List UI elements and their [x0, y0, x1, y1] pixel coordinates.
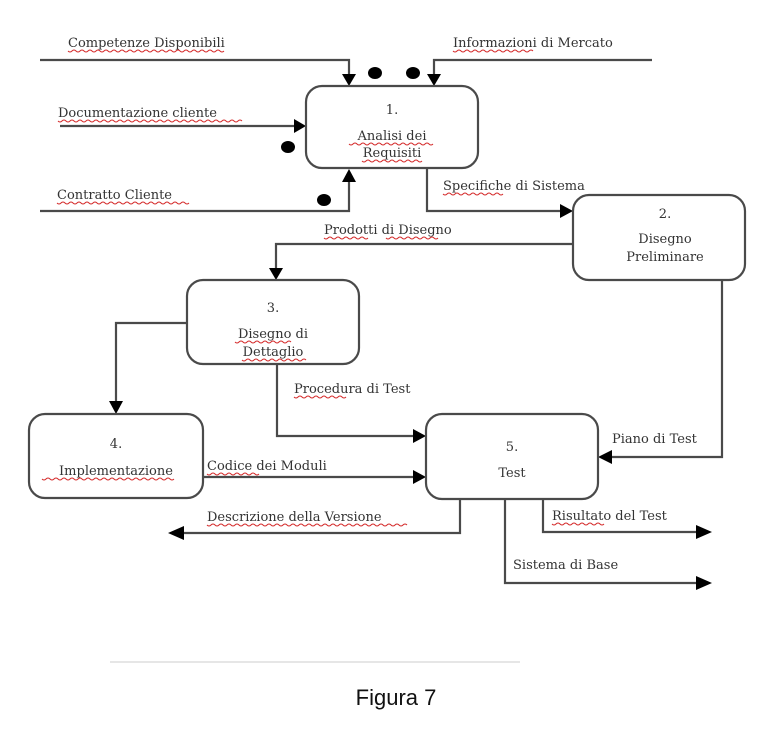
arrowhead	[413, 429, 426, 443]
spellcheck-underline	[206, 523, 408, 527]
flow-risultato-line	[541, 499, 698, 534]
marker-dot	[317, 194, 331, 206]
process-box-1: 1. Analisi dei Requisiti	[304, 84, 480, 170]
spellcheck-underline	[57, 119, 243, 123]
flow-sistema-line	[503, 499, 698, 585]
flow-competenze-line	[40, 58, 351, 76]
marker-dot	[406, 67, 420, 79]
process-box-3: 3. Disegno di Dettaglio	[185, 278, 361, 366]
arrowhead	[696, 576, 712, 590]
spellcheck-underline	[442, 192, 504, 196]
spellcheck-underline	[361, 159, 423, 163]
arrowhead	[342, 74, 356, 86]
process-title-line: Disegno di	[238, 327, 308, 342]
flow-label-descrizione: Descrizione della Versione	[207, 510, 382, 525]
process-title-line: Requisiti	[363, 146, 422, 161]
flow-label-sistema: Sistema di Base	[513, 558, 618, 573]
arrowhead	[269, 268, 283, 280]
arrowhead	[696, 525, 712, 539]
flow-descrizione-line	[182, 499, 462, 535]
flow-label-risultato: Risultato del Test	[552, 509, 668, 524]
spellcheck-underline	[234, 340, 292, 344]
process-title-line: Preliminare	[626, 250, 704, 265]
spellcheck-underline	[41, 477, 175, 481]
arrowhead	[560, 204, 573, 218]
flow-label-specifiche: Specifiche di Sistema	[443, 179, 585, 194]
process-box-5: 5. Test	[424, 412, 600, 501]
process-number: 5.	[506, 440, 518, 455]
flow-label-prodotti: Prodotti di Disegno	[324, 223, 452, 238]
spellcheck-underline	[452, 49, 534, 53]
process-number: 1.	[386, 103, 398, 118]
flow-label-piano: Piano di Test	[612, 432, 698, 447]
arrowhead	[342, 169, 356, 182]
arrowhead	[598, 450, 612, 464]
flow-label-informazioni: Informazioni di Mercato	[453, 36, 613, 51]
process-box-4: 4. Implementazione	[27, 412, 205, 500]
process-number: 3.	[267, 301, 279, 316]
spellcheck-underline	[206, 472, 260, 476]
arrowhead	[413, 470, 426, 484]
arrowhead	[294, 119, 306, 133]
arrowhead	[109, 401, 123, 414]
process-number: 2.	[659, 207, 671, 222]
flow-piano-line	[610, 280, 724, 459]
process-title-line: Disegno	[638, 232, 692, 247]
process-title-line: Implementazione	[59, 464, 173, 479]
flow-procedura-line	[275, 364, 415, 438]
spellcheck-underline	[551, 522, 605, 526]
process-title-line: Analisi dei	[357, 129, 427, 144]
figure-caption: Figura 7	[356, 685, 437, 710]
spellcheck-underline	[323, 236, 369, 240]
flow-specifiche-line	[425, 168, 562, 213]
spellcheck-underline	[385, 236, 439, 240]
arrowhead	[427, 74, 441, 86]
flow-3-to-4-line	[114, 321, 187, 403]
spellcheck-underline	[241, 358, 307, 362]
flow-label-competenze: Competenze Disponibili	[68, 36, 225, 51]
flow-label-contratto: Contratto Cliente	[57, 188, 172, 203]
marker-dot	[281, 141, 295, 153]
process-number: 4.	[110, 437, 122, 452]
marker-dot	[368, 67, 382, 79]
flow-label-documentazione: Documentazione cliente	[58, 106, 217, 121]
flow-prodotti-line	[274, 242, 573, 270]
process-box-2: 2. Disegno Preliminare	[571, 193, 747, 282]
spellcheck-underline	[348, 142, 434, 146]
spellcheck-underline	[293, 395, 347, 399]
arrowhead	[168, 526, 184, 540]
flow-informazioni-line	[432, 58, 652, 76]
spellcheck-underline	[56, 201, 190, 205]
flow-contratto-line	[40, 180, 351, 213]
flow-label-procedura: Procedura di Test	[294, 382, 411, 397]
spellcheck-underline	[67, 49, 225, 53]
flow-label-codice: Codice dei Moduli	[207, 459, 327, 474]
process-title-line: Test	[498, 466, 526, 481]
process-title-line: Dettaglio	[243, 345, 304, 360]
